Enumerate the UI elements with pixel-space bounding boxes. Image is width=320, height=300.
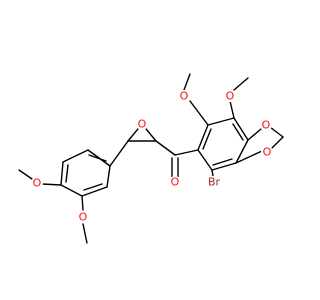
atom-o-epoxide-bg [136, 118, 148, 130]
bond-ring1-a-inner [88, 154, 107, 162]
atom-o-dioxole-bottom: O [261, 146, 273, 159]
atom-o-ome-upper-right: O [224, 90, 236, 103]
atom-o-ome-para: O [31, 177, 43, 190]
bond-ome-para-1 [41, 183, 62, 186]
bond-ring2-e [211, 162, 237, 171]
bond-ring1-d [60, 184, 83, 197]
atom-o-dioxole-top: O [260, 119, 272, 132]
bond-ring1-c [60, 161, 64, 186]
atom-o-ome-upper-left-label: O [180, 90, 189, 103]
bond-ome-ur-2 [233, 77, 249, 91]
bond-ome-ur-1 [229, 100, 235, 119]
bond-ome-ul-1 [189, 100, 209, 126]
bond-ome-meta-2 [82, 223, 88, 244]
bond-epoxide-aryl [109, 140, 129, 167]
atom-o-carbonyl: O [169, 176, 181, 189]
bond-ring1-c-inner [65, 164, 69, 183]
bond-dioxole-2 [269, 126, 284, 138]
bond-ring1-f [106, 165, 111, 188]
atom-o-dioxole-bottom-label: O [263, 146, 272, 159]
bonds [18, 73, 284, 244]
bond-dioxole-4 [235, 150, 263, 164]
bond-carbonyl-ring [174, 149, 199, 156]
bond-ring2-a-inner [202, 128, 212, 150]
atom-o-ome-meta: O [77, 211, 89, 224]
atom-o-epoxide: O [136, 118, 148, 131]
atom-o-carbonyl-bg [169, 176, 181, 188]
atom-o-ome-upper-right-label: O [226, 90, 235, 103]
bond-ring2-b [207, 117, 235, 126]
bond-ring1-b [62, 149, 89, 163]
bond-dioxole-3 [271, 136, 284, 149]
atom-o-ome-upper-left-bg [178, 90, 190, 102]
bond-ring2-e-inner [212, 158, 233, 166]
atom-o-dioxole-top-label: O [262, 119, 271, 132]
atom-labels: O O O O O O Br O [31, 90, 273, 224]
bond-ring2-a [197, 124, 209, 151]
atom-o-carbonyl-label: O [171, 176, 180, 189]
atom-o-ome-meta-label: O [79, 211, 88, 224]
atom-br-label: Br [208, 176, 221, 189]
atom-o-ome-upper-left: O [178, 90, 190, 103]
atom-o-dioxole-bottom-bg [261, 146, 273, 158]
atom-o-ome-meta-bg [77, 211, 89, 223]
bond-bromine [211, 169, 214, 177]
bond-ring1-e [81, 186, 108, 197]
bond-ome-para-2 [18, 169, 33, 180]
atom-o-ome-upper-right-bg [224, 90, 236, 102]
atom-o-ome-para-bg [31, 177, 43, 189]
bond-ring2-c [233, 117, 249, 141]
atom-o-dioxole-top-bg [260, 119, 272, 131]
atom-br-bg [204, 176, 224, 189]
atom-o-epoxide-label: O [138, 118, 147, 131]
atom-br: Br [204, 176, 224, 189]
bond-ring1-e-inner [83, 183, 103, 191]
bond-epoxide-carbonyl [155, 140, 176, 156]
bond-ome-meta-1 [81, 195, 84, 211]
bond-ome-ul-2 [183, 73, 191, 91]
atom-o-ome-para-label: O [33, 177, 42, 190]
bond-dioxole-1 [247, 128, 262, 141]
bond-ring2-d [235, 139, 249, 164]
molecule-structure: O O O O O O Br O [18, 73, 284, 244]
bond-ring2-c-inner [232, 123, 244, 141]
bond-ring2-f [197, 149, 213, 171]
